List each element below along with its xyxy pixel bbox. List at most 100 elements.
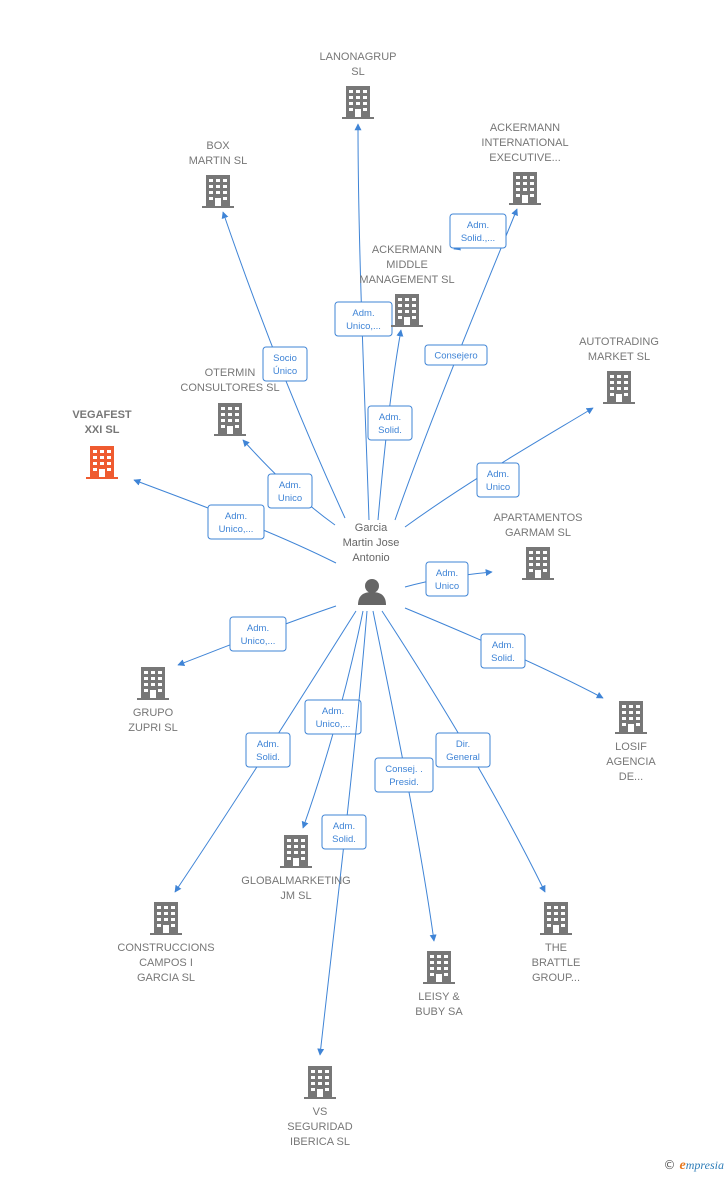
company-label-line: LANONAGRUP — [319, 51, 396, 63]
edge-lanonagrup[interactable]: Adm.Unico,... — [334, 123, 393, 521]
company-label-line: MIDDLE — [386, 259, 428, 271]
edge-grupo-zupri[interactable]: Adm. Unico,... — [177, 605, 337, 667]
edge-vs-seguridad[interactable]: Adm. Solid. — [317, 610, 368, 1056]
person-node[interactable]: Garcia Martin Jose Antonio — [343, 522, 400, 605]
role-label-text: Adm. — [352, 308, 374, 319]
role-label-text: Adm. — [467, 220, 489, 231]
company-label-line: ACKERMANN — [372, 244, 442, 256]
edge-globalmarketing[interactable]: Adm.Unico,... — [301, 610, 364, 829]
company-label-line: BOX — [206, 140, 230, 152]
role-label-text: Solid. — [332, 834, 356, 845]
building-icon — [522, 547, 554, 580]
role-label-text: Adm. — [247, 623, 269, 634]
role-label-box[interactable]: Adm.Unico,... — [334, 301, 393, 337]
person-label-line: Martin Jose — [343, 537, 400, 549]
role-label-box[interactable]: Adm. Unico,... — [229, 616, 287, 652]
building-icon — [391, 294, 423, 327]
edge-autotrading[interactable]: Adm.Unico — [404, 407, 594, 528]
role-label-box[interactable]: Adm.Unico — [425, 561, 469, 597]
building-icon — [423, 951, 455, 984]
company-label-line: AGENCIA — [606, 756, 656, 768]
company-label-line: EXECUTIVE... — [489, 152, 561, 164]
company-label-line: DE... — [619, 771, 643, 783]
company-node-globalmarketing[interactable]: GLOBALMARKETING JM SL — [241, 835, 351, 902]
role-label-text: Adm. — [225, 511, 247, 522]
company-label-line: JM SL — [280, 890, 311, 902]
edge-construcciones[interactable]: Adm. Solid. — [174, 610, 357, 893]
company-node-losif[interactable]: LOSIF AGENCIA DE... — [606, 701, 656, 783]
person-label-line: Antonio — [352, 552, 389, 564]
role-label-box[interactable]: Consej. .Presid. — [374, 757, 434, 793]
nodes-layer: LANONAGRUP SL ACKERMANN INTERNATIONAL EXECUT… — [72, 51, 659, 1148]
company-label-line: ACKERMANN — [490, 122, 560, 134]
company-label-line: MARKET SL — [588, 351, 650, 363]
role-label-text: Adm. — [322, 706, 344, 717]
edge-vegafest[interactable]: Adm. Unico,... — [133, 478, 337, 564]
role-label-text: Consej. . — [385, 764, 423, 775]
brand-logo-text: mpresia — [685, 1158, 724, 1172]
building-icon — [86, 446, 118, 479]
role-label-box[interactable]: Adm.Solid. — [367, 405, 413, 441]
company-node-ackermann-middle[interactable]: ACKERMANN MIDDLE MANAGEMENT SL — [359, 244, 455, 327]
role-label-text: Único — [273, 366, 297, 377]
company-label-line: INTERNATIONAL — [481, 137, 568, 149]
edge-otermin[interactable]: Adm.Unico — [242, 439, 336, 526]
building-icon — [615, 701, 647, 734]
edge-line — [301, 610, 364, 829]
role-label-box[interactable]: Adm.Solid. — [480, 633, 526, 669]
company-label-line: GARMAM SL — [505, 527, 571, 539]
building-icon — [603, 371, 635, 404]
building-icon — [540, 902, 572, 935]
role-label-box[interactable]: Adm.Unico,... — [304, 699, 362, 735]
edge-leisy-buby[interactable]: Consej. .Presid. — [372, 610, 437, 942]
edge-losif[interactable]: Adm.Solid. — [404, 607, 604, 699]
role-label-box[interactable]: Dir.General — [435, 732, 491, 768]
company-label-line: VEGAFEST — [72, 409, 132, 421]
role-label-box[interactable]: Consejero — [424, 344, 488, 366]
edge-ackermann-middle[interactable]: Adm.Solid. — [367, 329, 413, 521]
role-label-box[interactable]: Adm.Unico — [476, 462, 520, 498]
company-node-lanonagrup[interactable]: LANONAGRUP SL — [319, 51, 397, 119]
company-label-line: LOSIF — [615, 741, 647, 753]
edge-the-brattle[interactable]: Dir.General — [381, 610, 546, 893]
role-label-text: Unico,... — [241, 636, 276, 647]
company-label-line: THE — [545, 942, 567, 954]
role-label-box[interactable]: Adm.Solid. — [321, 814, 367, 850]
role-label-box[interactable]: Adm. Solid. — [245, 732, 291, 768]
company-label-line: GLOBALMARKETING — [241, 875, 350, 887]
edge-ackermann-international-2[interactable]: Adm.Solid.,... — [449, 213, 507, 251]
role-label-text: Solid. — [256, 752, 280, 763]
company-node-box-martin[interactable]: BOX MARTIN SL — [189, 140, 247, 208]
company-label-line: SL — [351, 66, 364, 78]
brand-logo-e: e — [679, 1158, 686, 1173]
role-label-text: Adm. — [436, 568, 458, 579]
role-label-text: Unico,... — [219, 524, 254, 535]
role-label-text: General — [446, 752, 480, 763]
company-label-line: MARTIN SL — [189, 155, 247, 167]
role-label-box[interactable]: Adm. Unico,... — [207, 504, 265, 540]
company-label-line: MANAGEMENT SL — [359, 274, 454, 286]
role-label-box[interactable]: Adm.Solid.,... — [449, 213, 507, 249]
company-label-line: GRUPO — [133, 707, 174, 719]
company-label-line: IBERICA SL — [290, 1136, 350, 1148]
role-label-box[interactable]: Adm.Unico — [267, 473, 313, 509]
role-label-text: Adm. — [257, 739, 279, 750]
company-node-leisy-buby[interactable]: LEISY &BUBY SA — [415, 951, 463, 1018]
edge-apartamentos[interactable]: Adm.Unico — [404, 561, 493, 597]
building-icon — [280, 835, 312, 868]
company-node-the-brattle[interactable]: THEBRATTLEGROUP... — [532, 902, 581, 984]
company-label-line: BRATTLE — [532, 957, 581, 969]
company-node-ackermann-international[interactable]: ACKERMANN INTERNATIONAL EXECUTIVE... — [481, 122, 569, 205]
role-label-text: Unico — [278, 493, 302, 504]
role-label-text: Solid. — [491, 653, 515, 664]
building-icon — [202, 175, 234, 208]
